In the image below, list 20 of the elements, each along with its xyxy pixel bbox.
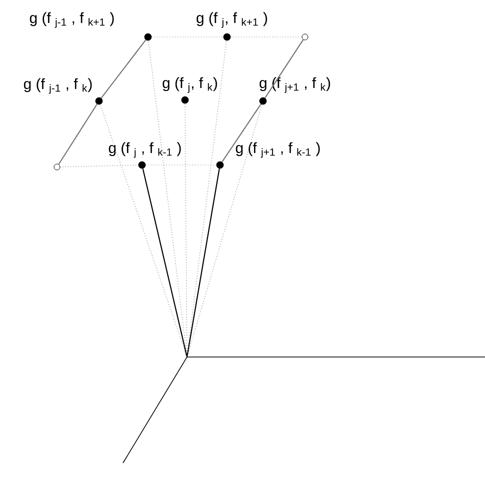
line — [186, 104, 262, 357]
line — [60, 164, 139, 168]
open-point — [54, 164, 60, 170]
point-label: g (f $_{j}$ , f $_{k-1}$ ) — [108, 142, 181, 158]
point-label: g (f $_{j-1}$ , f $_{k}$) — [24, 78, 92, 94]
line — [230, 36, 302, 38]
line — [145, 164, 217, 166]
point-label: g (f $_{j-1}$ , f $_{k+1}$ ) — [30, 12, 114, 28]
line — [186, 168, 220, 356]
line — [142, 168, 188, 356]
line — [264, 39, 304, 98]
point-label: g (f $_{j+1}$ , f $_{k-1}$ ) — [236, 142, 320, 158]
line — [58, 104, 98, 165]
line — [151, 36, 224, 38]
line — [100, 40, 146, 98]
point-label: g (f $_{j}$, f $_{k}$) — [162, 77, 217, 93]
line — [222, 104, 262, 162]
open-point — [302, 34, 308, 40]
point-label: g (f $_{j}$, f $_{k+1}$ ) — [196, 12, 268, 28]
line — [184, 103, 188, 356]
